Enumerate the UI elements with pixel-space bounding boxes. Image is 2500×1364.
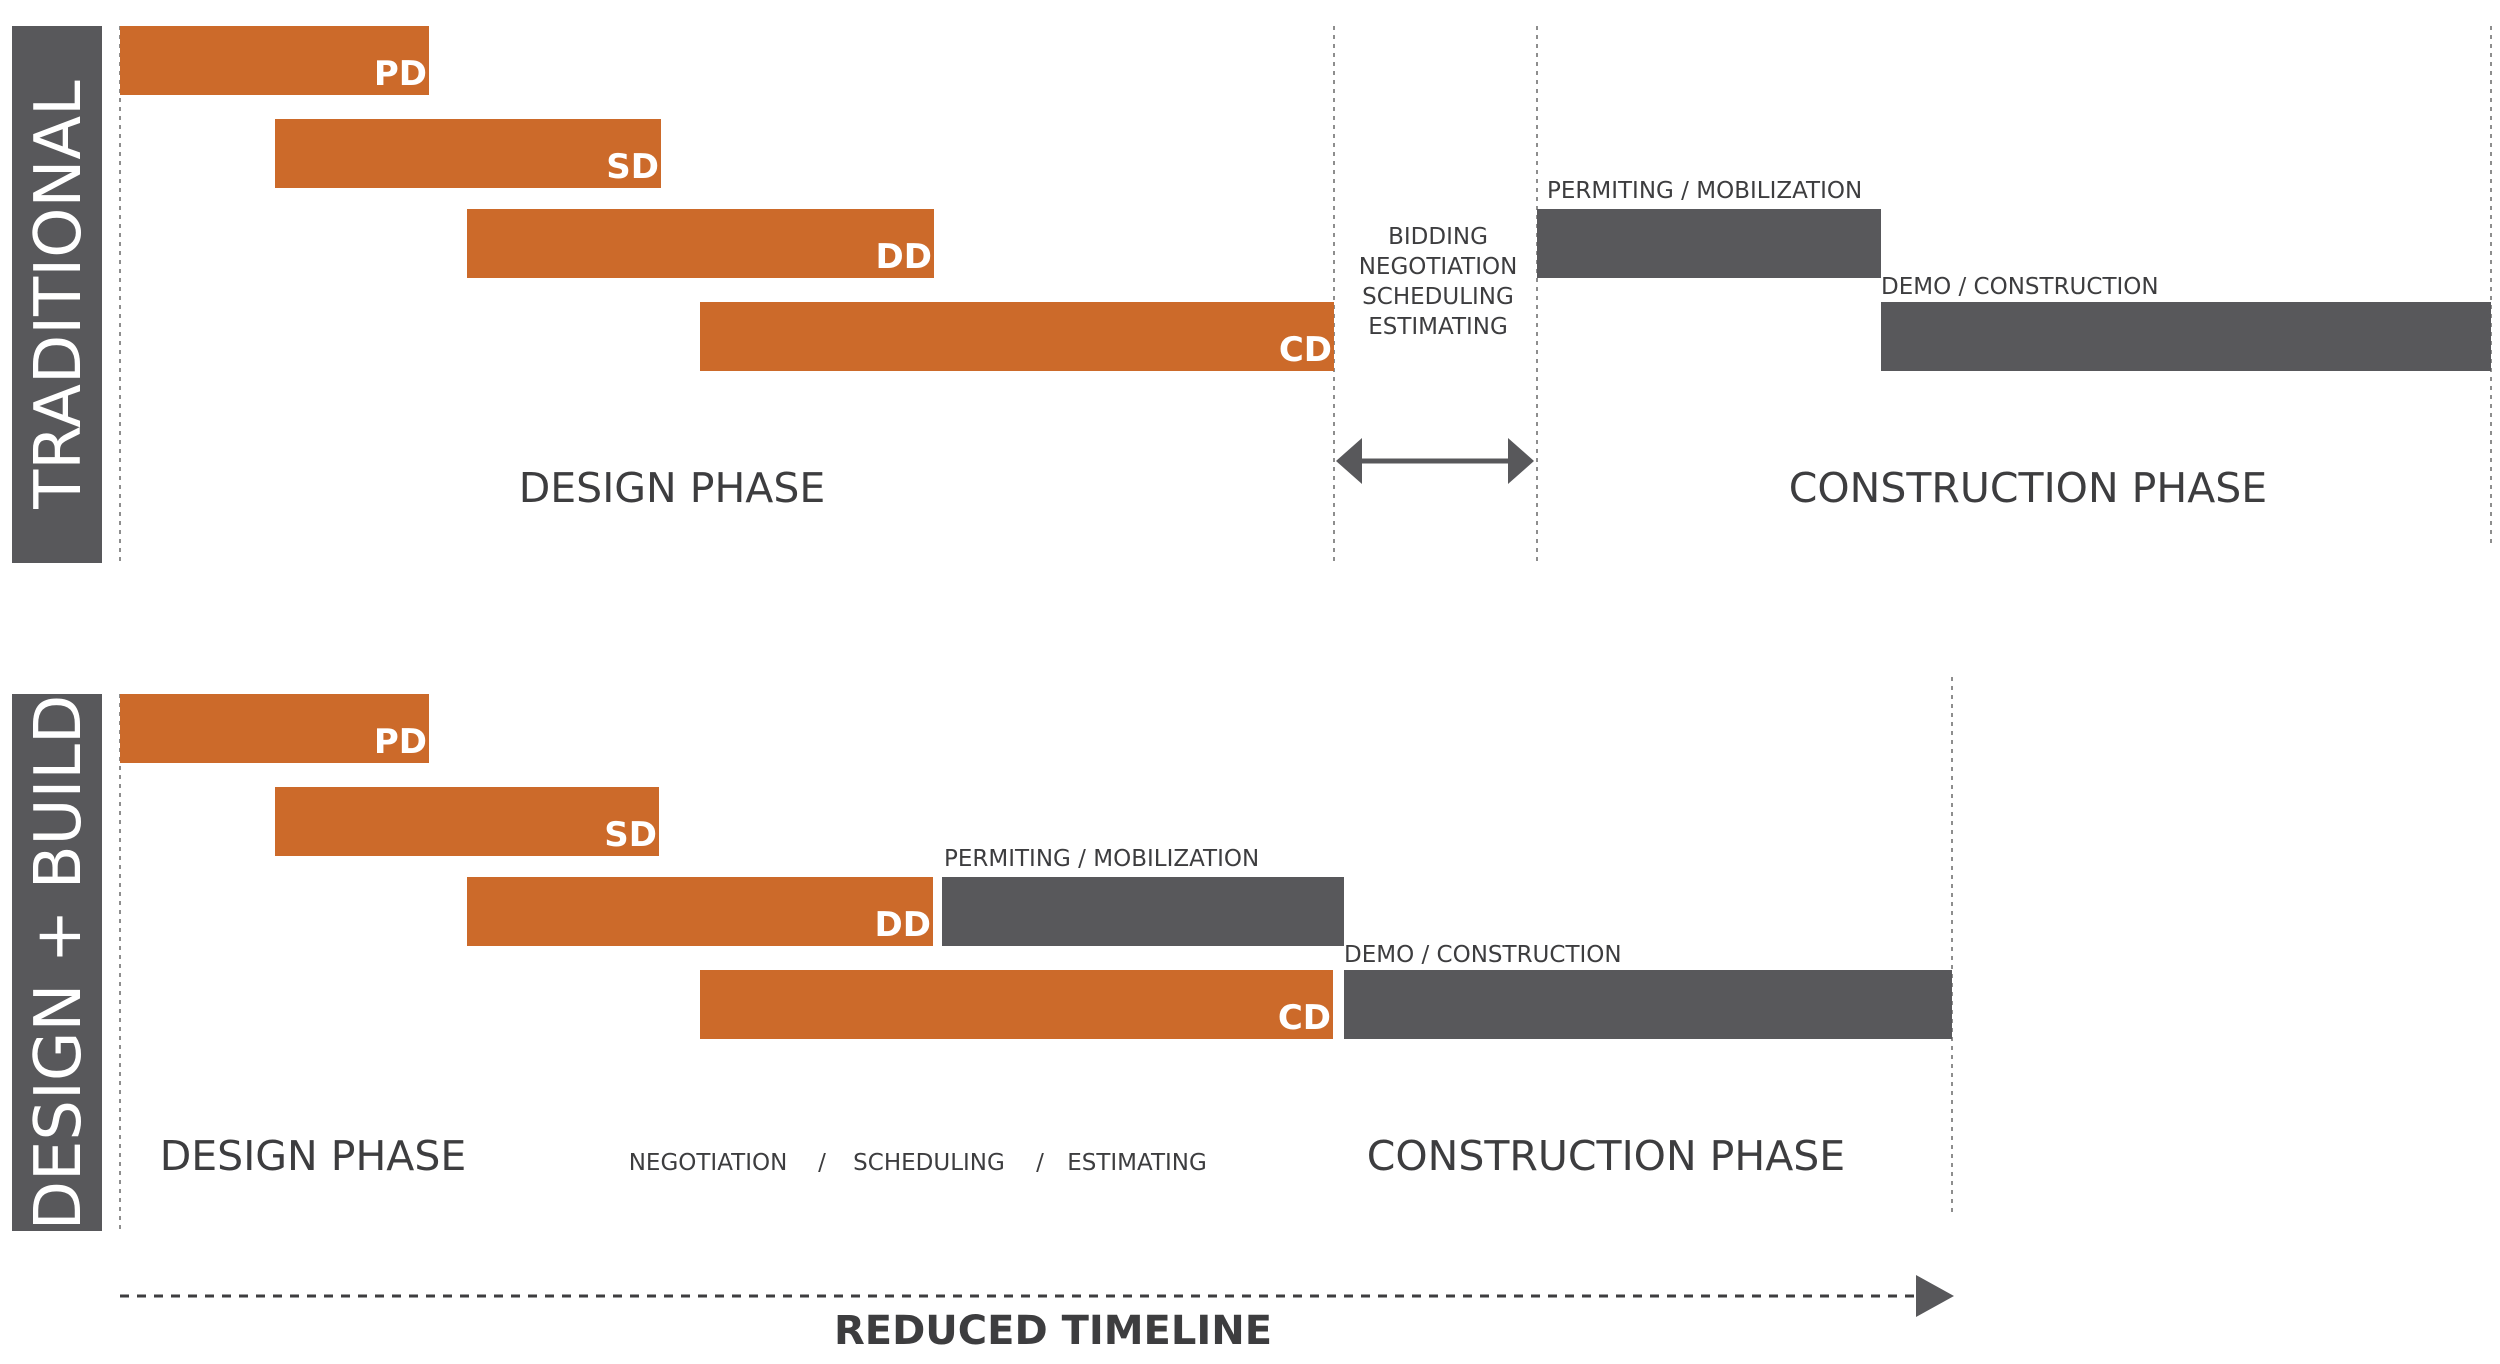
db-demo-label: DEMO / CONSTRUCTION	[1344, 942, 1622, 968]
design-build-section: DESIGN + BUILD PD SD DD CD PERMITING / M…	[12, 677, 1953, 1231]
db-pd-label: PD	[374, 722, 427, 762]
sd-bar	[275, 119, 661, 188]
permit-bar	[1537, 209, 1881, 278]
db-sd-label: SD	[604, 815, 657, 855]
sd-label: SD	[606, 147, 659, 187]
interim-line-1: BIDDING	[1388, 224, 1488, 250]
db-construction-phase-label: CONSTRUCTION PHASE	[1367, 1132, 1845, 1180]
db-steps-row: NEGOTIATION / SCHEDULING / ESTIMATING	[629, 1150, 1207, 1176]
pd-label: PD	[374, 54, 427, 94]
db-cd-bar	[700, 970, 1333, 1039]
interim-line-4: ESTIMATING	[1368, 314, 1508, 340]
cd-label: CD	[1279, 330, 1332, 370]
permit-label: PERMITING / MOBILIZATION	[1547, 178, 1862, 204]
construction-phase-label: CONSTRUCTION PHASE	[1789, 464, 2267, 512]
db-design-phase-label: DESIGN PHASE	[160, 1132, 467, 1180]
db-permit-label: PERMITING / MOBILIZATION	[944, 846, 1259, 872]
pd-bar	[120, 26, 429, 95]
db-demo-bar	[1344, 970, 1952, 1039]
interim-line-3: SCHEDULING	[1362, 284, 1514, 310]
design-build-panel	[12, 694, 102, 1231]
db-dd-bar	[467, 877, 933, 946]
double-arrow-icon	[1336, 438, 1534, 484]
interim-line-2: NEGOTIATION	[1359, 254, 1518, 280]
design-build-panel-label: DESIGN + BUILD	[22, 695, 96, 1231]
cd-bar	[700, 302, 1334, 371]
db-cd-label: CD	[1278, 998, 1331, 1038]
db-step-negotiation: NEGOTIATION	[629, 1150, 788, 1176]
db-sd-bar	[275, 787, 659, 856]
design-phase-label: DESIGN PHASE	[519, 464, 826, 512]
demo-bar	[1881, 302, 2491, 371]
traditional-section: TRADITIONAL PD SD DD CD BIDDING NEGOTIAT…	[12, 26, 2492, 563]
traditional-panel-label: TRADITIONAL	[22, 80, 96, 510]
dd-bar	[467, 209, 934, 278]
db-step-separator-1: /	[818, 1150, 826, 1176]
db-step-scheduling: SCHEDULING	[853, 1150, 1005, 1176]
timeline-label: REDUCED TIMELINE	[834, 1308, 1272, 1354]
db-dd-label: DD	[875, 905, 931, 945]
db-step-separator-2: /	[1036, 1150, 1044, 1176]
demo-label: DEMO / CONSTRUCTION	[1881, 274, 2159, 300]
traditional-panel	[12, 26, 102, 563]
timeline-arrow-icon	[1916, 1275, 1954, 1317]
db-permit-bar	[942, 877, 1344, 946]
reduced-timeline: REDUCED TIMELINE	[120, 1275, 1954, 1354]
interim-activities: BIDDING NEGOTIATION SCHEDULING ESTIMATIN…	[1359, 224, 1518, 340]
dd-label: DD	[876, 237, 932, 277]
db-step-estimating: ESTIMATING	[1067, 1150, 1207, 1176]
db-pd-bar	[120, 694, 429, 763]
